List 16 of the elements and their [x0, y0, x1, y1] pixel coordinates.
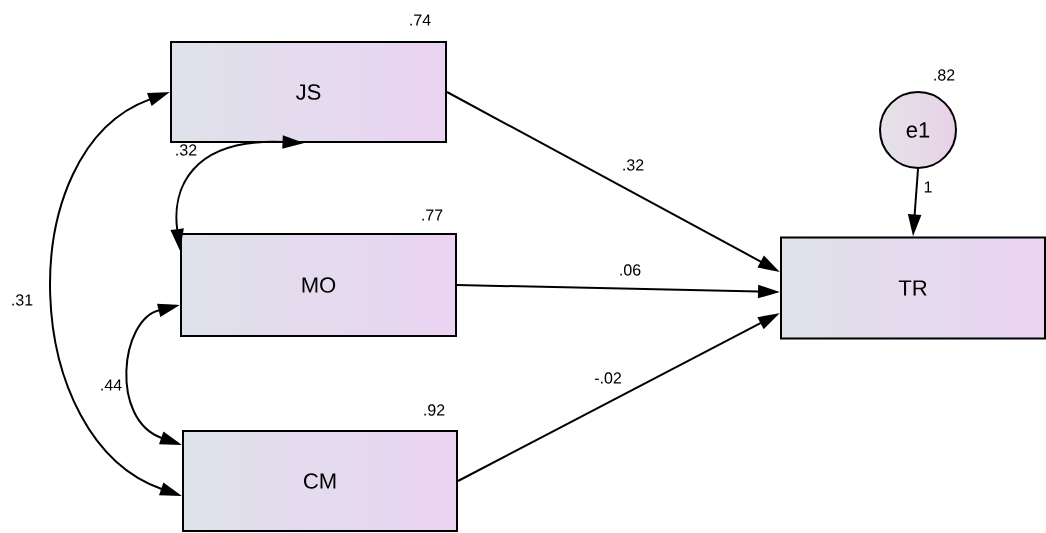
edge-label: .32	[173, 143, 199, 157]
value-label: .74	[410, 14, 431, 26]
edge-label: .44	[98, 378, 124, 392]
edge-label: .31	[9, 293, 35, 307]
variable-box: TR	[780, 236, 1046, 340]
value-label: .92	[424, 404, 445, 416]
edge-label: .32	[620, 158, 646, 172]
edge-label: .06	[617, 263, 643, 277]
variable-box: CM	[182, 430, 458, 532]
value-label: .82	[934, 69, 955, 81]
circle-node: e1	[879, 91, 957, 169]
variable-box: JS	[170, 41, 447, 143]
value-label: .77	[422, 209, 443, 221]
edge-label: -.02	[593, 371, 623, 385]
edge-label: 1	[922, 180, 934, 194]
variable-box: MO	[180, 233, 457, 337]
